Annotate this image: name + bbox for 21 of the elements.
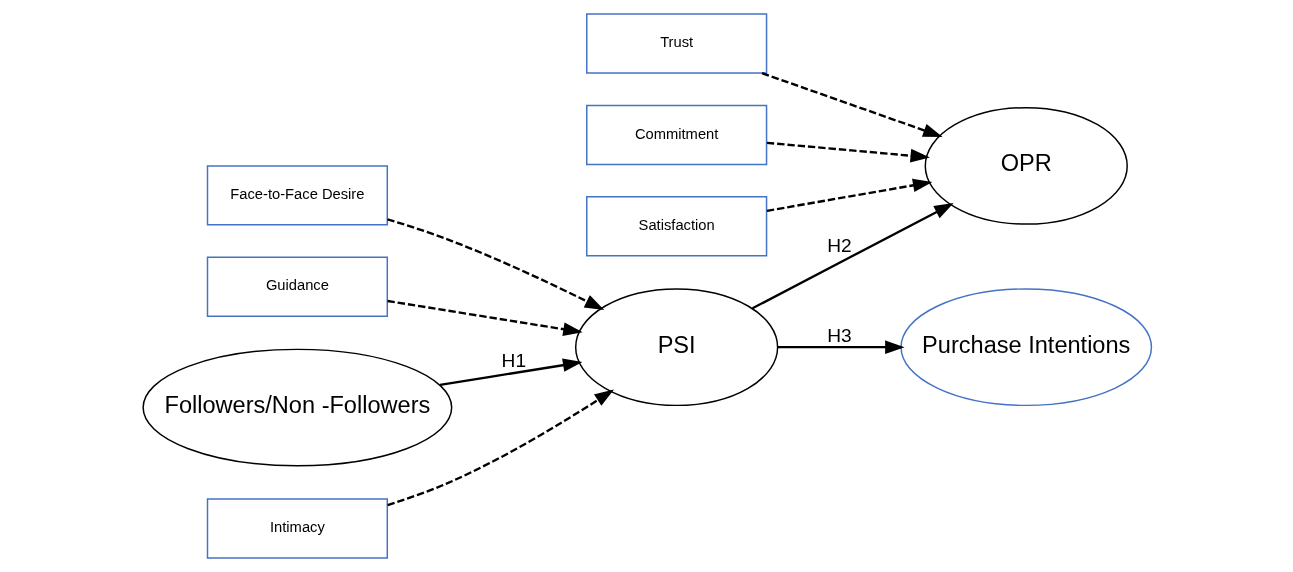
edge-label: H3 (826, 324, 852, 346)
arrow (751, 203, 954, 310)
node-box: Guidance (206, 256, 388, 317)
node-ellipse: Followers/Non -Followers (141, 348, 452, 467)
arrow (439, 358, 582, 387)
node-box: Intimacy (206, 498, 388, 559)
arrow (761, 72, 943, 137)
edge-label: H1 (501, 349, 526, 371)
arrow (766, 178, 932, 212)
node-box: Face-to-Face Desire (206, 165, 388, 226)
arrow (386, 299, 583, 336)
node-ellipse: Purchase Intentions (899, 288, 1152, 407)
arrow (386, 218, 604, 310)
node-box: Commitment (585, 104, 767, 166)
node-box: Satisfaction (585, 196, 767, 257)
node-ellipse: OPR (924, 106, 1128, 225)
edge-label: H2 (826, 234, 852, 256)
arrow (386, 389, 614, 507)
node-box: Trust (585, 13, 767, 74)
arrow (766, 141, 930, 163)
arrow (777, 340, 905, 354)
